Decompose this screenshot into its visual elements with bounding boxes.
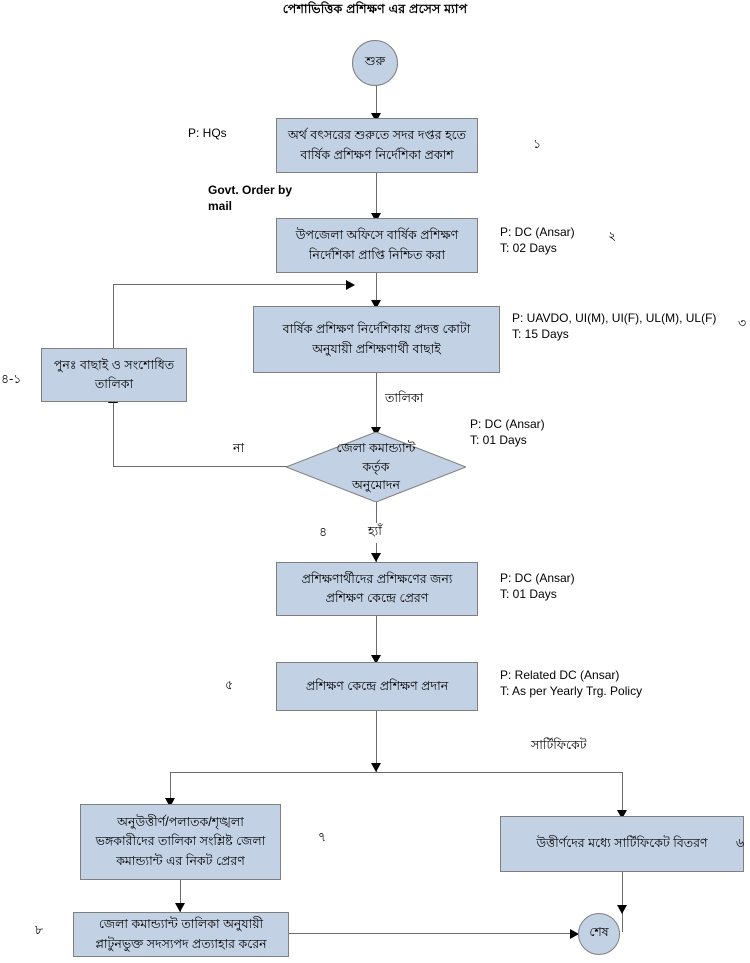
connector-start-to-step1 [376, 84, 377, 118]
annotation-step2-performer-time: P: DC (Ansar) T: 02 Days [500, 225, 575, 256]
edge-label-no: না [231, 440, 247, 460]
arrowhead-fail-list [165, 798, 175, 807]
edge-label-list: তালিকা [383, 390, 426, 410]
connector-no-left [113, 466, 287, 467]
arrowhead-step3 [371, 300, 381, 309]
edge-label-certificate: সার্টিফিকেট [529, 737, 589, 757]
step-number-3: ৩ [738, 316, 747, 330]
step-number-8: ৮ [35, 923, 44, 937]
annotation-step6-performer-time: P: Related DC (Ansar) T: As per Yearly T… [500, 668, 643, 699]
step-number-5: ৫ [225, 678, 234, 692]
node-step5-send-to-center[interactable]: প্রশিক্ষণার্থীদের প্রশিক্ষণের জন্য প্রশি… [276, 562, 478, 616]
node-end[interactable]: শেষ [578, 913, 620, 955]
arrowhead-end-left [570, 929, 579, 939]
step-number-4: ৪ [319, 525, 328, 539]
node-fail-list-to-commandant[interactable]: অনুউত্তীর্ণ/পলাতক/শৃঙ্খলা ভঙ্গকারীদের তা… [80, 804, 281, 880]
connector-split-right-down [622, 772, 623, 816]
arrowhead-reselect-join [346, 280, 355, 290]
annotation-step1-performer: P: HQs [188, 126, 227, 140]
arrowhead-step5 [371, 553, 381, 562]
node-reselect-revised-list[interactable]: পুনঃ বাছাই ও সংশোধিত তালিকা [41, 348, 187, 402]
connector-split-horizontal [170, 772, 623, 773]
connector-no-up [113, 401, 114, 467]
connector-reselect-right [113, 284, 353, 285]
annotation-step5-performer-time: P: DC (Ansar) T: 01 Days [500, 571, 575, 602]
node-step3-select-trainees[interactable]: বার্ষিক প্রশিক্ষণ নির্দেশিকায় প্রদত্ত ক… [253, 306, 500, 373]
annotation-decision-performer-time: P: DC (Ansar) T: 01 Days [470, 417, 545, 448]
arrowhead-step6 [371, 655, 381, 664]
connector-faillist-to-withdraw [180, 880, 181, 912]
connector-certificate-down [622, 872, 623, 932]
connector-step1-to-step2 [376, 172, 377, 220]
arrowhead-split [371, 763, 381, 772]
arrowhead-end-top [617, 905, 627, 914]
page-title: পেশাভিত্তিক প্রশিক্ষণ এর প্রসেস ম্যাপ [282, 2, 468, 16]
node-withdraw-membership[interactable]: জেলা কমান্ড্যান্ট তালিকা অনুযায়ী প্লাটু… [73, 912, 289, 957]
annotation-govt-order: Govt. Order by mail [208, 183, 293, 214]
diamond-shape [286, 432, 466, 502]
connector-step5-to-step6 [376, 616, 377, 662]
arrowhead-step2 [371, 213, 381, 222]
step-number-4-1: ৪-১ [1, 372, 22, 386]
connector-step3-to-decision [376, 372, 377, 434]
node-certificate-distribution[interactable]: উত্তীর্ণদের মধ্যে সার্টিফিকেট বিতরণ [500, 816, 744, 872]
step-number-2: ২ [608, 229, 617, 243]
node-step1-publish-guideline[interactable]: অর্থ বৎসরের শুরুতে সদর দপ্তর হতে বার্ষিক… [276, 118, 478, 173]
node-decision-commandant-approval[interactable]: জেলা কমান্ড্যান্ট কর্তৃক অনুমোদন [286, 432, 466, 502]
arrowhead-withdraw [175, 903, 185, 912]
connector-step6-down [376, 711, 377, 773]
connector-withdraw-to-end [289, 933, 576, 934]
step-number-1: ১ [533, 137, 542, 151]
annotation-step3-performer-time: P: UAVDO, UI(M), UI(F), UL(M), UL(F) T: … [512, 311, 717, 342]
arrowhead-certificate [617, 810, 627, 819]
step-number-7: ৭ [318, 830, 327, 844]
node-step2-confirm-receipt[interactable]: উপজেলা অফিসে বার্ষিক প্রশিক্ষণ নির্দেশিক… [276, 218, 478, 273]
node-start[interactable]: শুরু [352, 40, 398, 86]
edge-label-yes: হ্যাঁ [366, 523, 384, 543]
connector-split-left-down [170, 772, 171, 804]
step-number-6: ৬ [736, 836, 745, 850]
connector-step2-to-step3 [376, 272, 377, 306]
connector-reselect-up [113, 284, 114, 348]
arrowhead-step1 [371, 113, 381, 122]
decision-label: জেলা কমান্ড্যান্ট কর্তৃক অনুমোদন [336, 440, 416, 493]
node-step6-provide-training[interactable]: প্রশিক্ষণ কেন্দ্রে প্রশিক্ষণ প্রদান [276, 662, 478, 711]
